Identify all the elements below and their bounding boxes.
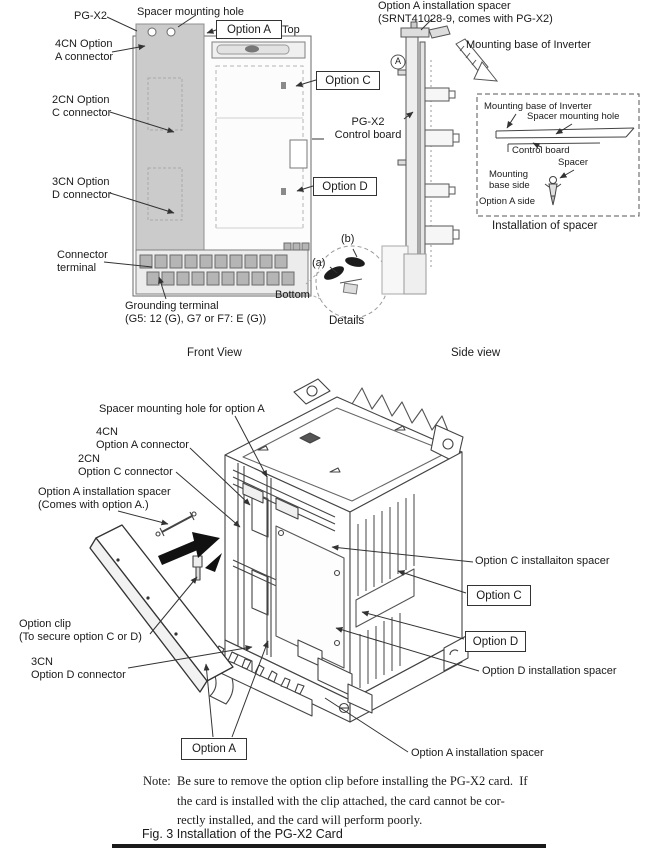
label-option-a-installation-spacer: Option A installation spacer (Comes with… bbox=[38, 486, 171, 512]
figure-caption: Fig. 3 Installation of the PG-X2 Card bbox=[142, 827, 343, 841]
details-art bbox=[305, 245, 389, 319]
label-3cn-option-d-connector: 3CN Option D connector bbox=[31, 656, 126, 682]
page-footer-bar bbox=[112, 844, 546, 848]
label-circle-a: A bbox=[394, 56, 401, 66]
inset-label-control-board: Control board bbox=[512, 145, 570, 156]
front-view-leaders bbox=[103, 14, 433, 300]
label-side-view: Side view bbox=[451, 347, 501, 359]
note-label: Note: bbox=[143, 774, 171, 788]
label-spacer-mounting-hole: Spacer mounting hole bbox=[137, 6, 245, 18]
inset-label-mounting-base-side: Mounting base side bbox=[489, 169, 530, 191]
option-d-callout: Option D bbox=[313, 177, 377, 196]
inset-label-spacer-hole: Spacer mounting hole bbox=[527, 111, 620, 122]
label-pgx2-control-board: PG-X2 Control board bbox=[334, 116, 402, 142]
inset-label-option-a-side: Option A side bbox=[479, 196, 535, 207]
label-option-d-installation-spacer: Option D installation spacer bbox=[482, 665, 617, 677]
label-option-clip: Option clip (To secure option C or D) bbox=[19, 618, 142, 644]
inset-label-mounting-base: Mounting base of Inverter bbox=[484, 101, 592, 112]
label-detail-a: (a) bbox=[312, 257, 326, 269]
inset-caption: Installation of spacer bbox=[492, 220, 598, 232]
label-mounting-base: Mounting base of Inverter bbox=[466, 39, 591, 51]
option-c-callout: Option C bbox=[316, 71, 380, 90]
isometric-leaders bbox=[117, 415, 480, 753]
label-4cn-option-a-connector: 4CN Option A connector bbox=[96, 426, 189, 452]
option-c-callout-bottom: Option C bbox=[467, 585, 531, 606]
label-4cn-option-a: 4CN Option A connector bbox=[55, 38, 114, 64]
side-view-art bbox=[381, 21, 499, 295]
label-front-view: Front View bbox=[187, 347, 242, 359]
label-3cn-option-d: 3CN Option D connector bbox=[52, 176, 112, 202]
option-a-callout-bottom: Option A bbox=[181, 738, 247, 760]
note-text: Be sure to remove the option clip before… bbox=[177, 774, 528, 827]
label-grounding-terminal: Grounding terminal (G5: 12 (G), G7 or F7… bbox=[125, 300, 267, 326]
option-d-callout-bottom: Option D bbox=[465, 631, 526, 652]
inset-art bbox=[476, 93, 640, 217]
label-details: Details bbox=[329, 315, 365, 327]
label-option-c-installation-spacer: Option C installaiton spacer bbox=[475, 555, 610, 567]
label-bottom: Bottom bbox=[275, 289, 310, 301]
label-option-a-installation-spacer-2: Option A installation spacer bbox=[411, 747, 544, 759]
front-view-art bbox=[132, 23, 312, 297]
label-2cn-option-c-connector: 2CN Option C connector bbox=[78, 453, 173, 479]
label-connector-terminal: Connector terminal bbox=[57, 249, 108, 275]
label-2cn-option-c: 2CN Option C connector bbox=[52, 94, 112, 120]
label-detail-b: (b) bbox=[341, 233, 355, 245]
label-option-a-spacer-note: Option A installation spacer (SRNT41028-… bbox=[378, 0, 553, 26]
label-pgx2: PG-X2 bbox=[74, 10, 108, 22]
label-spacer-hole-option-a: Spacer mounting hole for option A bbox=[99, 403, 265, 415]
inset-label-spacer: Spacer bbox=[558, 157, 589, 168]
option-a-callout: Option A bbox=[216, 20, 282, 39]
label-top: Top bbox=[282, 24, 300, 36]
